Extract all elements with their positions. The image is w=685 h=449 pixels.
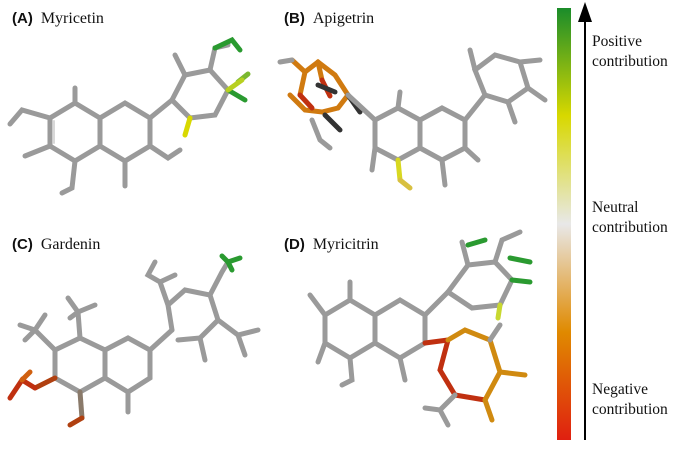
- molecule-myricitrin: [307, 229, 533, 428]
- panel-b-name: Apigetrin: [312, 10, 375, 27]
- legend-neutral-line1: Neutral: [592, 199, 639, 216]
- panel-c-label: (C) Gardenin: [12, 236, 100, 254]
- contribution-colorbar: [557, 8, 571, 440]
- panel-a-letter: (A): [12, 10, 33, 27]
- panel-d-letter: (D): [284, 236, 305, 253]
- legend-neutral-line2: contribution: [592, 219, 668, 236]
- legend-positive-line2: contribution: [592, 53, 668, 70]
- molecule-apigetrin: [277, 47, 548, 191]
- legend-positive: Positive contribution: [592, 32, 668, 72]
- panel-c-name: Gardenin: [40, 236, 101, 253]
- up-arrow-icon: [578, 2, 592, 440]
- legend-negative: Negative contribution: [592, 380, 668, 420]
- panel-c-letter: (C): [12, 236, 33, 253]
- panel-a-label: (A) Myricetin: [12, 10, 104, 28]
- legend-negative-line1: Negative: [592, 381, 648, 398]
- panel-d-label: (D) Myricitrin: [284, 236, 379, 254]
- legend-negative-line2: contribution: [592, 401, 668, 418]
- molecule-gardenin: [7, 253, 261, 428]
- legend-neutral: Neutral contribution: [592, 198, 668, 238]
- panel-b-label: (B) Apigetrin: [284, 10, 374, 28]
- panel-d-name: Myricitrin: [312, 236, 379, 253]
- colorbar-gradient: [557, 8, 571, 440]
- panel-b-letter: (B): [284, 10, 305, 27]
- panel-a-name: Myricetin: [40, 10, 104, 27]
- molecule-myricetin: [7, 36, 251, 196]
- legend-positive-line1: Positive: [592, 33, 642, 50]
